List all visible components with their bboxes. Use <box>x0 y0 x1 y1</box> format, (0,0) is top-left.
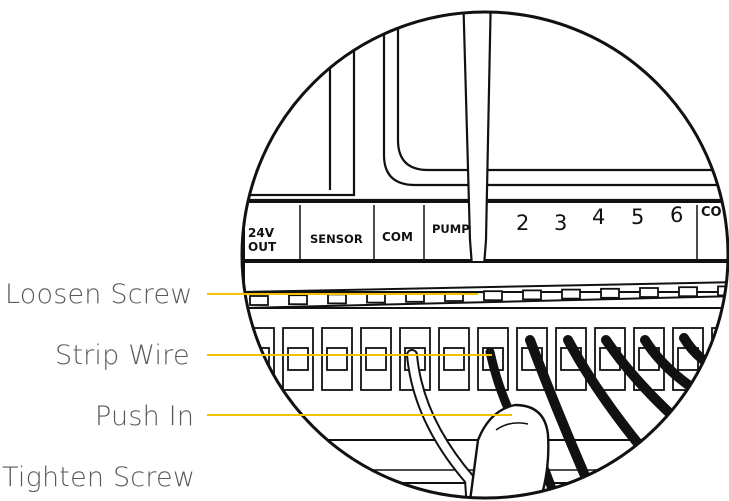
step-tighten-screw: Tighten Screw <box>2 462 195 493</box>
screw-cap <box>561 288 581 300</box>
screw-cap <box>327 293 347 305</box>
magnifier-outline <box>240 10 729 500</box>
terminal-slot-opening <box>287 347 309 371</box>
terminal-zone-2-label: 2 <box>516 211 529 235</box>
step-strip-wire: Strip Wire <box>55 340 190 371</box>
screw-cap <box>249 295 269 306</box>
terminal-24v-out-label: 24V <box>248 226 275 240</box>
screw-cap <box>600 287 620 299</box>
screw-cap <box>444 291 464 302</box>
terminal-com-right-label: CO <box>701 205 722 220</box>
step-loosen-screw: Loosen Screw <box>5 279 193 310</box>
screw-cap <box>483 290 503 302</box>
terminal-slot-opening <box>443 347 465 371</box>
terminal-sensor-label: SENSOR <box>310 232 363 246</box>
step-push-in: Push In <box>95 401 194 432</box>
terminal-slot-opening <box>365 347 387 371</box>
terminal-com-label: COM <box>382 230 413 244</box>
magnified-view: 24V OUT SENSOR COM PUMP 2 3 4 5 6 CO <box>242 12 728 498</box>
finger <box>468 403 550 498</box>
terminal-zone-3-label: 3 <box>554 211 567 235</box>
screw-cap <box>522 289 542 301</box>
step-leaders <box>207 293 512 416</box>
screw-cap <box>405 291 425 303</box>
screw-cap <box>288 294 308 306</box>
terminal-slot-opening <box>716 347 728 371</box>
terminal-zone-5-label: 5 <box>631 205 644 229</box>
screw-caps <box>249 285 728 306</box>
terminal-zone-4-label: 4 <box>592 205 605 229</box>
terminal-zone-6-label: 6 <box>670 203 683 227</box>
terminal-slot-opening <box>326 347 348 371</box>
terminal-24v-out-label-2: OUT <box>248 240 277 254</box>
screw-cap <box>678 286 698 298</box>
screw-cap <box>639 287 659 298</box>
terminal-pump-label: PUMP <box>432 222 470 236</box>
